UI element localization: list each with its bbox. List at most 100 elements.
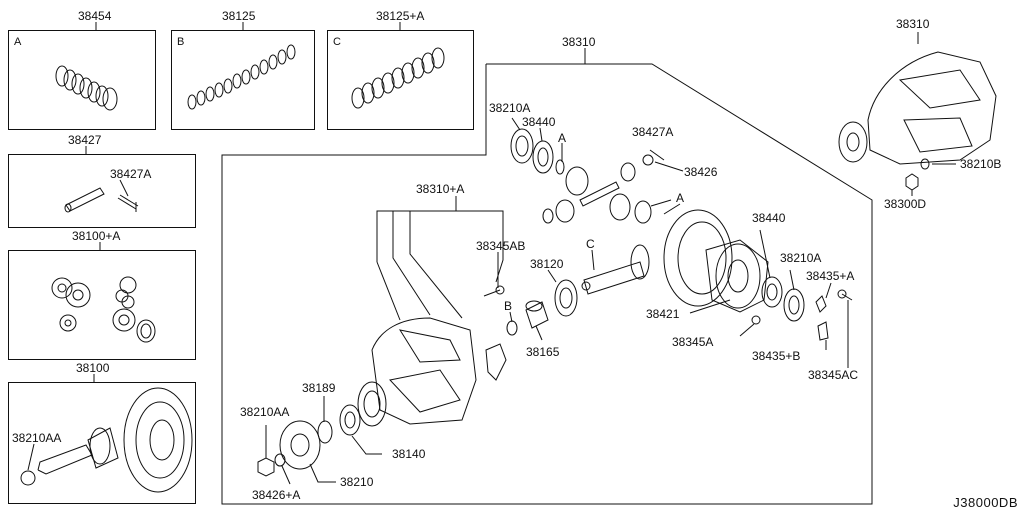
bolt-38345ac xyxy=(841,293,853,301)
bearing-38120 xyxy=(554,279,578,317)
bolt-38345a xyxy=(751,315,761,325)
part-label: 38454 xyxy=(78,9,112,23)
assembled-carrier-drawing xyxy=(838,51,997,165)
leader xyxy=(351,435,382,455)
part-label: 38435+B xyxy=(752,349,801,363)
part-label: 38426 xyxy=(684,165,718,179)
part-label: A xyxy=(558,131,567,145)
leader xyxy=(689,299,731,314)
part-label: 38210AA xyxy=(240,405,290,419)
leader xyxy=(392,211,431,316)
part-label: A xyxy=(676,191,685,205)
bolt-head xyxy=(495,285,505,295)
box-letter: B xyxy=(177,36,185,48)
pinion-gear xyxy=(555,199,575,223)
pinion-gear xyxy=(542,208,554,224)
part-label: 38125 xyxy=(222,9,256,23)
part-label: 38345A xyxy=(672,335,714,349)
part-label: 38421 xyxy=(646,307,680,321)
leader xyxy=(539,127,543,142)
flange-38210 xyxy=(279,420,321,470)
part-label: 38210 xyxy=(340,475,374,489)
bolt xyxy=(483,289,501,297)
differential-case-drawing xyxy=(705,239,769,313)
part-label: 38345AC xyxy=(808,368,859,382)
part-label: 38120 xyxy=(530,257,564,271)
part-label: 38427A xyxy=(632,125,674,139)
leader xyxy=(663,203,681,215)
nut-38210aa xyxy=(257,457,275,477)
washer-38426a xyxy=(274,453,286,467)
part-label: 38210A xyxy=(780,251,822,265)
leader xyxy=(535,325,543,341)
main-enclosure-outline xyxy=(221,63,873,505)
part-label: 38427A xyxy=(110,167,152,181)
pinion-shaft xyxy=(579,181,620,207)
washer xyxy=(555,159,565,175)
box-final-gear xyxy=(8,382,196,504)
part-label: 38426+A xyxy=(252,488,301,502)
part-label: 38125+A xyxy=(376,9,425,23)
spring-coil-b xyxy=(187,44,296,110)
pinion-gear xyxy=(620,162,636,182)
diagram-reference: J38000DB xyxy=(953,495,1018,510)
bearing-38140 xyxy=(339,404,361,436)
leader xyxy=(27,443,35,471)
carrier-bracket xyxy=(376,210,504,262)
bearing-38210a-right xyxy=(783,288,805,322)
carrier-housing-drawing xyxy=(357,317,507,427)
drive-pinion-drawing xyxy=(581,244,650,295)
part-label: 38440 xyxy=(522,115,556,129)
leader xyxy=(654,161,684,172)
clip-38435b xyxy=(817,321,829,341)
side-gear xyxy=(609,193,631,221)
leader xyxy=(281,465,291,485)
leader xyxy=(650,199,672,207)
washer-38189 xyxy=(317,420,333,444)
leader xyxy=(739,323,755,337)
leader xyxy=(511,117,521,131)
part-label: 38210B xyxy=(960,157,1002,171)
leader xyxy=(309,463,336,483)
bearing-38440-right xyxy=(761,276,783,308)
pinion-shaft-drawing xyxy=(64,187,139,213)
leader xyxy=(547,269,557,283)
plug-38300d xyxy=(905,173,919,191)
washer xyxy=(642,154,654,166)
leader xyxy=(509,311,513,323)
seal-b xyxy=(506,320,518,336)
leader xyxy=(591,249,595,271)
leader xyxy=(789,269,795,291)
pin xyxy=(649,149,665,161)
box-spring-b: B xyxy=(171,30,315,130)
bearing-38440-top xyxy=(532,140,554,174)
side-gear xyxy=(565,166,589,196)
part-label: 38310 xyxy=(562,35,596,49)
leader xyxy=(119,179,129,197)
part-label: 38140 xyxy=(392,447,426,461)
part-label: 38189 xyxy=(302,381,336,395)
part-label: 38100 xyxy=(76,361,110,375)
spring-coil-a xyxy=(55,65,118,111)
leader xyxy=(409,211,463,319)
washer xyxy=(634,200,652,224)
part-label: 38345AB xyxy=(476,239,526,253)
box-letter: A xyxy=(14,36,22,48)
box-pinion-shaft xyxy=(8,154,196,228)
box-letter: C xyxy=(333,36,341,48)
box-spring-a: A xyxy=(8,30,156,130)
part-label: 38310 xyxy=(896,17,930,31)
box-spring-c: C xyxy=(327,30,474,130)
part-label: 38210AA xyxy=(12,431,62,445)
part-label: 38100+A xyxy=(72,229,121,243)
part-label: B xyxy=(504,299,513,313)
part-label: 38427 xyxy=(68,133,102,147)
part-label: 38210A xyxy=(489,101,531,115)
clip-38435a xyxy=(815,295,827,313)
spacer-38165 xyxy=(525,300,549,329)
bearing-38210a-top xyxy=(510,128,534,164)
part-label: 38310+A xyxy=(416,182,465,196)
part-label: 38300D xyxy=(884,197,927,211)
leader xyxy=(759,229,771,279)
